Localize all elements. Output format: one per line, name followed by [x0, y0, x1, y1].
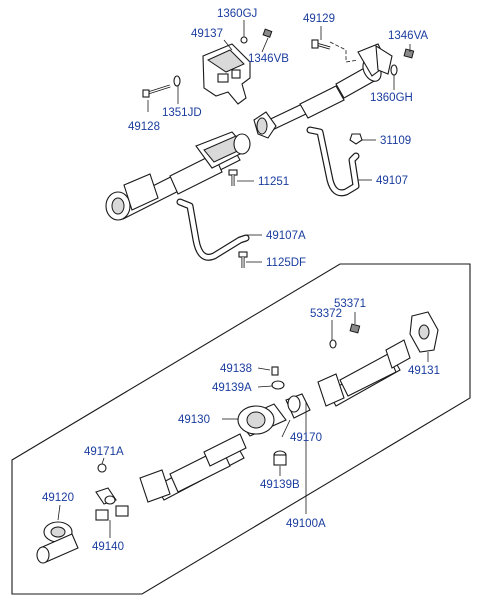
safety-strap-rear	[306, 126, 360, 197]
callout-11251: 11251	[258, 176, 289, 188]
callout-1125DF: 1125DF	[266, 257, 306, 269]
callout-49128: 49128	[128, 121, 160, 133]
safety-strap-front	[176, 198, 250, 261]
lower-shaft-assembly	[36, 311, 439, 564]
callout-49137: 49137	[191, 28, 223, 40]
strap-bolt	[238, 251, 248, 268]
callout-49100A: 49100A	[286, 518, 326, 530]
callout-1360GH: 1360GH	[370, 92, 413, 104]
long-bolt	[142, 75, 181, 98]
leader-lines	[57, 20, 429, 538]
bracket-bolt	[240, 28, 273, 44]
callout-49171A: 49171A	[84, 446, 124, 458]
callout-53372: 53372	[310, 308, 342, 320]
callout-49131: 49131	[408, 365, 440, 377]
callout-53371: 53371	[334, 298, 366, 310]
front-upper-shaft	[105, 131, 251, 221]
callout-31109: 31109	[380, 135, 411, 147]
bearing-bolt	[228, 169, 238, 186]
callout-1351JD: 1351JD	[162, 107, 202, 119]
callout-labels: 1360GJ 49137 1346VB 49129 1346VA 49128 1…	[42, 8, 440, 553]
callout-49107A: 49107A	[266, 230, 306, 242]
upper-shaft-assembly	[105, 28, 415, 268]
callout-1346VA: 1346VA	[388, 30, 428, 42]
callout-49120: 49120	[42, 492, 74, 504]
rear-upper-shaft	[253, 43, 393, 139]
callout-49138: 49138	[220, 363, 252, 375]
center-bearing-bracket	[202, 43, 251, 105]
callout-49130: 49130	[178, 414, 210, 426]
callout-49140: 49140	[92, 541, 124, 553]
flange-bolt	[311, 39, 331, 50]
callout-1360GJ: 1360GJ	[217, 8, 257, 20]
callout-49129: 49129	[303, 13, 335, 25]
callout-49170: 49170	[290, 432, 322, 444]
callout-49107: 49107	[376, 175, 408, 187]
callout-49139B: 49139B	[260, 479, 300, 491]
callout-1346VB: 1346VB	[248, 53, 289, 65]
callout-49139A: 49139A	[212, 382, 252, 394]
kit-outline	[11, 263, 471, 595]
